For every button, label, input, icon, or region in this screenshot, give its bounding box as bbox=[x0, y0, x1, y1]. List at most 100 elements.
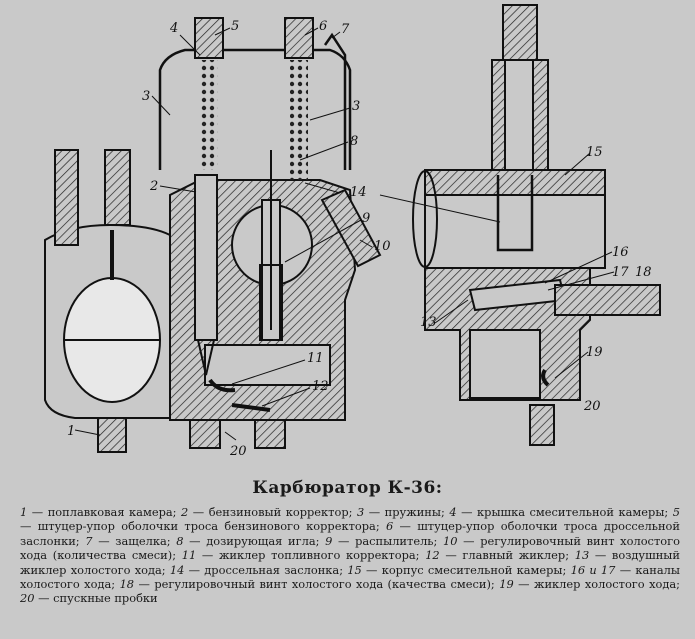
drain-plug-20 bbox=[529, 404, 555, 446]
legend-entry: 13 — воздушный жиклер холостого хода; bbox=[20, 548, 680, 577]
left-view bbox=[44, 17, 382, 453]
callout-2: 2 bbox=[149, 179, 158, 194]
legend-number: 14 bbox=[169, 562, 185, 577]
legend-number: 7 bbox=[85, 533, 93, 548]
idle-screw-18 bbox=[554, 284, 661, 316]
callout-9: 9 bbox=[362, 211, 370, 226]
legend-entry: 19 — жиклер холостого хода; bbox=[499, 577, 680, 592]
legend-number: 6 bbox=[385, 519, 394, 534]
legend-entry: 3 — пружины; bbox=[356, 505, 450, 519]
callout-20-left: 20 bbox=[229, 444, 247, 459]
legend-text: жиклер холостого хода bbox=[533, 577, 677, 592]
callout-17: 17 bbox=[612, 265, 629, 280]
callout-1: 1 bbox=[67, 424, 75, 439]
legend-number: 19 bbox=[499, 577, 514, 592]
legend-entry: 15 — корпус смесительной камеры; bbox=[347, 562, 571, 577]
legend-text: поплавковая камера bbox=[47, 505, 173, 519]
legend-number: 9 bbox=[325, 533, 333, 548]
legend-entry: 7 — защелка; bbox=[85, 533, 177, 548]
figure-title: Карбюратор К-36: bbox=[252, 478, 443, 498]
legend-entry: 12 — главный жиклер; bbox=[425, 548, 575, 563]
callout-4: 4 bbox=[169, 21, 178, 36]
figure-legend: 1 — поплавковая камера; 2 — бензиновый к… bbox=[20, 505, 680, 606]
callout-10: 10 bbox=[374, 239, 391, 254]
legend-text: корпус смесительной камеры bbox=[381, 562, 563, 577]
legend-text: регулировочный винт холостого хода (коли… bbox=[20, 533, 680, 563]
callout-labels: 1 2 3 4 5 6 7 3 8 14 9 10 11 12 20 15 16… bbox=[67, 19, 652, 459]
drain-plug-left bbox=[189, 419, 221, 449]
legend-text: бензиновый корректор bbox=[208, 505, 349, 519]
legend-number: 2 bbox=[181, 505, 189, 519]
legend-entry: 2 — бензиновый корректор; bbox=[181, 505, 357, 519]
leader-lines bbox=[74, 27, 615, 441]
legend-entry: 8 — дозирующая игла; bbox=[176, 533, 326, 548]
callout-8: 8 bbox=[350, 134, 358, 149]
legend-entry: 1 — поплавковая камера; bbox=[20, 505, 182, 519]
cable-fitting-5 bbox=[194, 17, 224, 59]
legend-number: 3 bbox=[356, 505, 365, 519]
callout-13: 13 bbox=[420, 315, 437, 330]
fuel-corrector bbox=[194, 174, 218, 341]
mixing-chamber-cover bbox=[158, 48, 352, 170]
legend-number: 5 bbox=[672, 505, 680, 519]
legend-text: каналы холостого хода bbox=[20, 562, 680, 592]
callout-14: 14 bbox=[350, 185, 367, 200]
legend-text: дроссельная заслонка bbox=[204, 562, 340, 577]
main-jet bbox=[231, 403, 271, 412]
callout-11: 11 bbox=[307, 351, 324, 366]
legend-entry: 11 — жиклер топливного корректора; bbox=[181, 548, 426, 563]
idle-screw-10 bbox=[320, 188, 382, 268]
fuel-fitting-2 bbox=[104, 149, 131, 226]
legend-text: штуцер-упор оболочки троса дроссельной з… bbox=[20, 519, 680, 548]
callout-5: 5 bbox=[231, 19, 239, 34]
cable-fitting-6 bbox=[284, 17, 314, 59]
legend-text: жиклер топливного корректора bbox=[218, 548, 416, 563]
callout-15: 15 bbox=[586, 145, 603, 160]
callout-3-left: 3 bbox=[142, 89, 150, 104]
legend-number: 1 bbox=[20, 505, 28, 519]
legend-text: пружины bbox=[384, 505, 441, 519]
callout-6: 6 bbox=[319, 19, 327, 34]
idle-jet bbox=[541, 368, 550, 387]
legend-number: 12 bbox=[425, 548, 440, 563]
legend-entry: 18 — регулировочный винт холостого хода … bbox=[119, 577, 500, 592]
legend-number: 8 bbox=[176, 533, 184, 548]
legend-number: 20 bbox=[20, 591, 35, 606]
top-fitting bbox=[502, 4, 538, 61]
callout-18: 18 bbox=[635, 265, 652, 280]
legend-number: 10 bbox=[443, 533, 458, 548]
spring-right bbox=[290, 60, 308, 180]
callout-19: 19 bbox=[586, 345, 603, 360]
legend-text: регулировочный винт холостого хода (каче… bbox=[154, 577, 491, 592]
legend-number: 16 и 17 bbox=[570, 562, 616, 577]
legend-entry: 20 — спускные пробки bbox=[20, 591, 158, 606]
legend-text: защелка bbox=[115, 533, 167, 548]
carburetor-diagram: 1 2 3 4 5 6 7 3 8 14 9 10 11 12 20 15 16… bbox=[44, 4, 661, 459]
legend-text: воздушный жиклер холостого хода bbox=[20, 548, 680, 577]
callout-3-right: 3 bbox=[352, 99, 360, 114]
legend-text: распылитель bbox=[355, 533, 434, 548]
legend-entry: 16 и 17 — каналы холостого хода; bbox=[20, 562, 680, 592]
fuel-corrector-jet bbox=[208, 378, 236, 393]
callout-20-right: 20 bbox=[583, 399, 601, 414]
legend-number: 18 bbox=[119, 577, 135, 592]
legend-text: штуцер-упор оболочки троса бензинового к… bbox=[37, 519, 376, 534]
legend-entry: 4 — крышка смесительной камеры; bbox=[449, 505, 673, 519]
legend-entry: 10 — регулировочный винт холостого хода … bbox=[20, 533, 680, 563]
diffuser bbox=[259, 264, 283, 341]
spring-left bbox=[200, 60, 218, 170]
legend-entry: 14 — дроссельная заслонка; bbox=[169, 562, 348, 577]
legend-text: дозирующая игла bbox=[206, 533, 316, 548]
legend-entry: 5 — штуцер-упор оболочки троса бензиново… bbox=[20, 505, 680, 534]
legend-text: крышка смесительной камеры bbox=[477, 505, 665, 519]
callout-16: 16 bbox=[612, 245, 629, 260]
right-view bbox=[412, 4, 661, 446]
legend-text: главный жиклер bbox=[462, 548, 566, 563]
legend-number: 11 bbox=[181, 548, 197, 563]
drain-plug-right bbox=[254, 419, 286, 449]
fuel-fitting bbox=[54, 149, 79, 246]
legend-number: 13 bbox=[574, 548, 590, 563]
drain-plug bbox=[97, 417, 127, 453]
latch bbox=[323, 32, 347, 170]
legend-entry: 6 — штуцер-упор оболочки троса дроссельн… bbox=[20, 519, 680, 548]
